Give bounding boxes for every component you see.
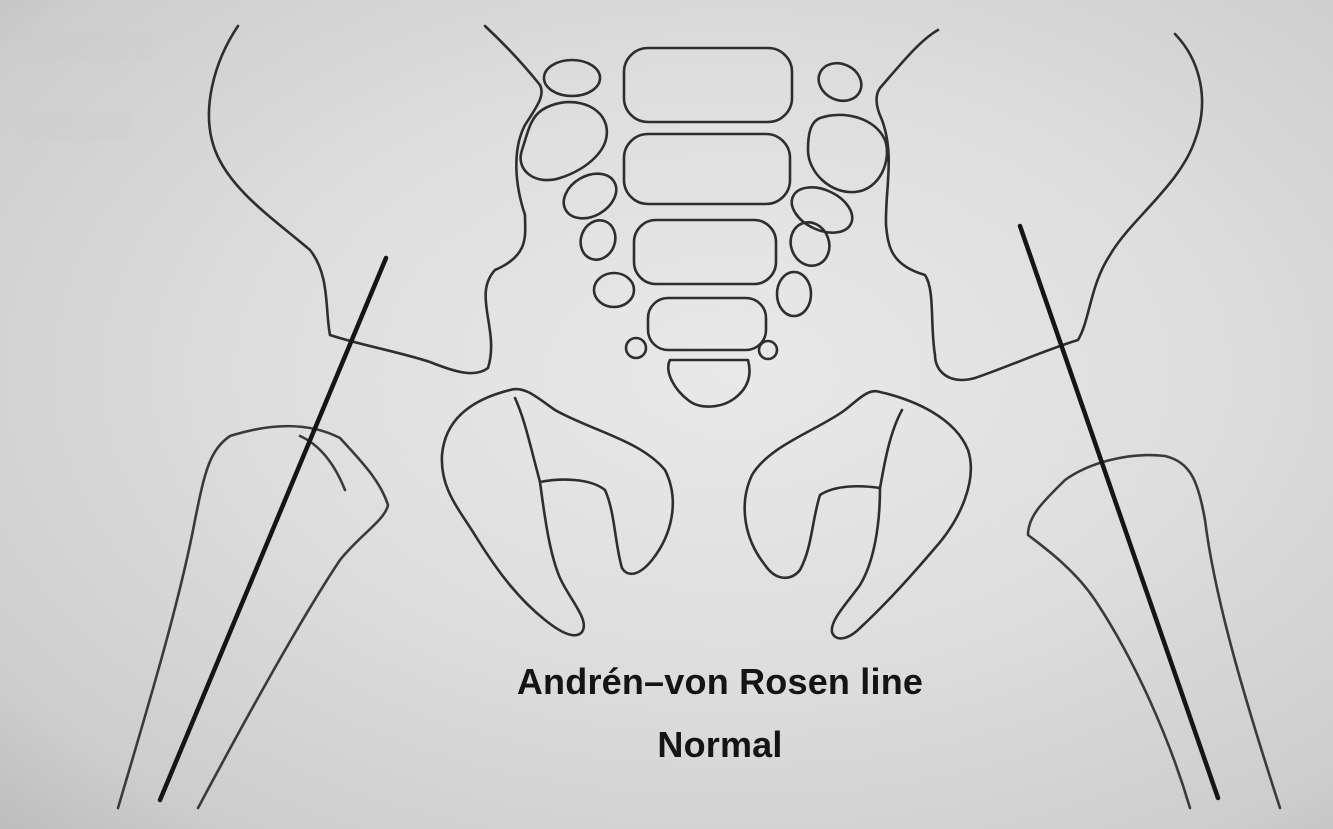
- right-sacral-foramen-4: [759, 341, 777, 359]
- left-sacral-foramen-2: [575, 215, 621, 264]
- vertebra-l4: [624, 48, 792, 122]
- left-transverse-process-upper: [544, 60, 600, 96]
- coccyx-outline: [668, 360, 749, 407]
- left-ilium-outline: [209, 26, 542, 373]
- right-sacral-foramen-1: [785, 178, 860, 241]
- right-transverse-process-upper: [812, 56, 867, 107]
- right-obturator-outline: [745, 391, 971, 638]
- left-obturator-outline: [442, 389, 673, 635]
- vertebra-l5: [624, 134, 790, 204]
- right-andren-von-rosen-line: [1020, 226, 1218, 798]
- right-sacral-foramen-3: [777, 272, 811, 316]
- left-pubic-ramus-inner: [515, 398, 540, 482]
- left-sacral-foramen-4: [626, 338, 646, 358]
- right-sacral-ala: [808, 115, 887, 192]
- left-sacral-foramen-3: [594, 273, 634, 307]
- right-ilium-outline: [876, 30, 1202, 380]
- left-sacral-foramen-1: [556, 165, 624, 228]
- right-pubic-ramus-inner: [880, 410, 902, 488]
- diagram-caption-title: Andrén–von Rosen line: [0, 661, 1333, 703]
- sacral-segment-s2: [648, 298, 766, 350]
- diagram-caption-subtitle: Normal: [0, 724, 1333, 766]
- sacral-segment-s1: [634, 220, 776, 284]
